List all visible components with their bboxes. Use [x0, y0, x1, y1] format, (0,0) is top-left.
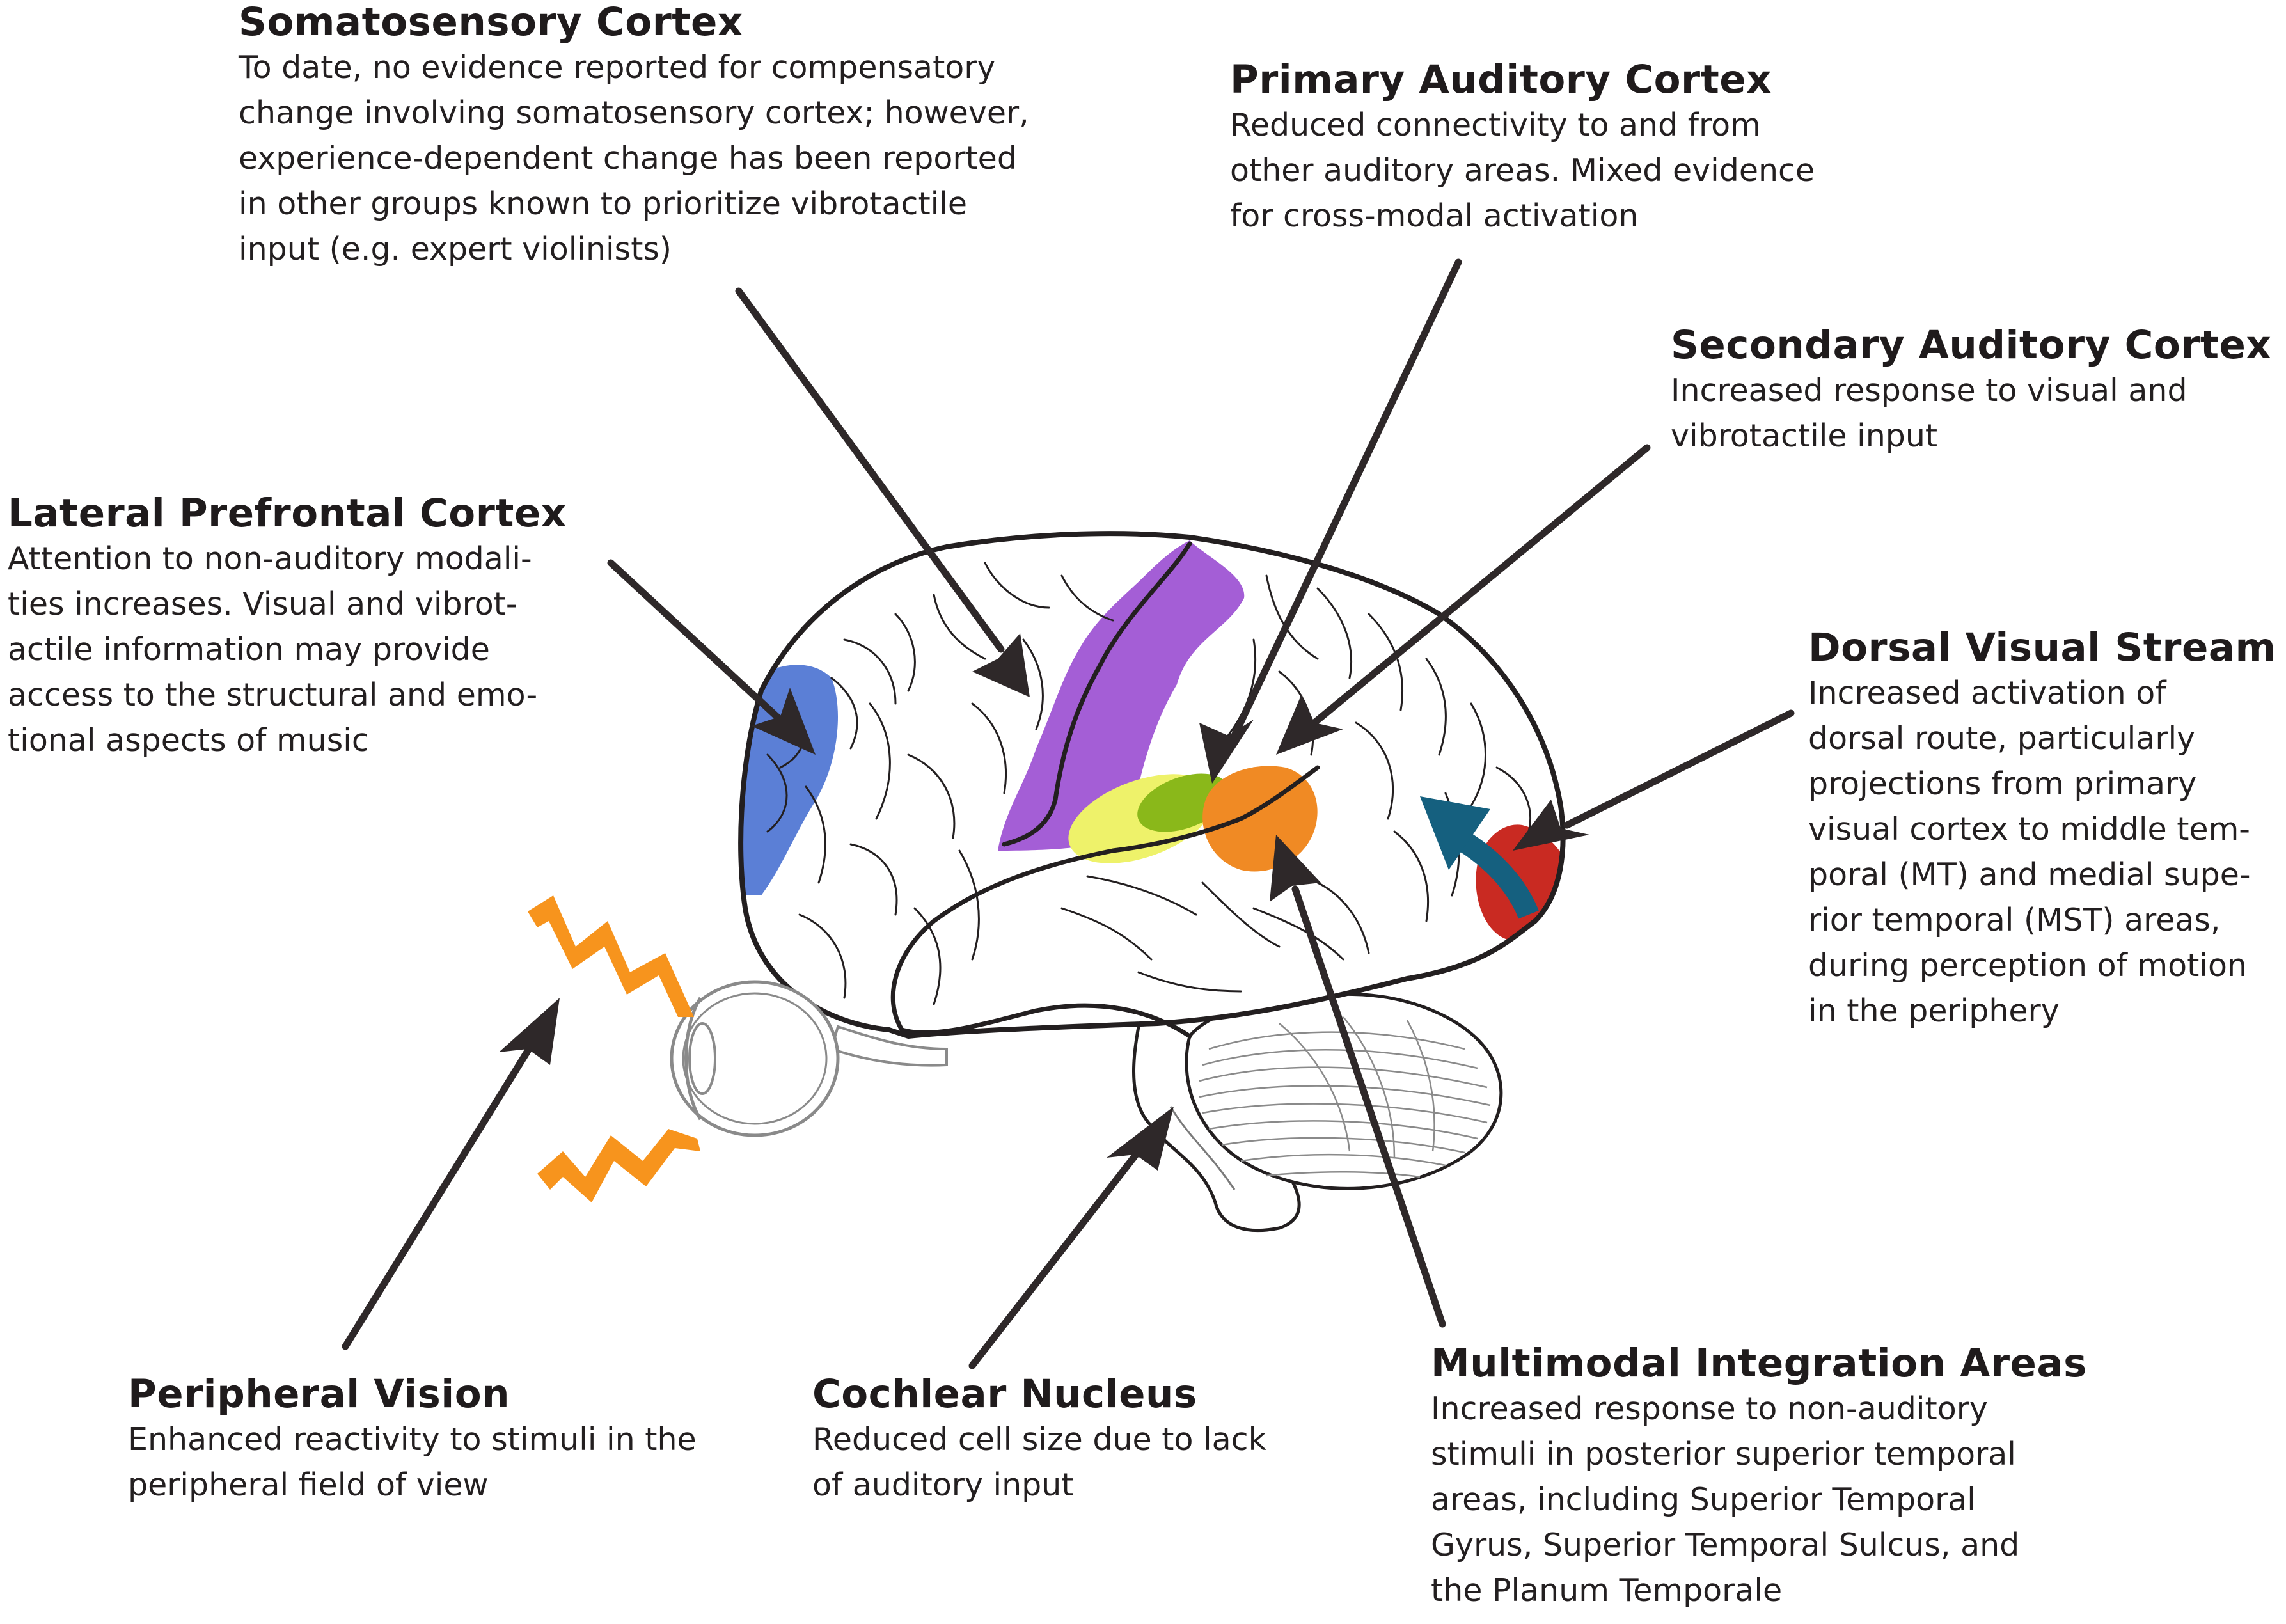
label-cochlear-nucleus: Cochlear Nucleus Reduced cell size due t…: [812, 1372, 1266, 1508]
body-dorsal-visual: Increased activation of dorsal route, pa…: [1808, 675, 2251, 1029]
arrow-peripheral-vision: [342, 998, 560, 1350]
arrow-lateral-prefrontal: [607, 559, 816, 755]
lateral-prefrontal-region: [741, 665, 838, 895]
title-peripheral-vision: Peripheral Vision: [128, 1371, 510, 1417]
label-multimodal: Multimodal Integration Areas Increased r…: [1431, 1341, 2087, 1613]
label-secondary-auditory: Secondary Auditory Cortex Increased resp…: [1671, 323, 2271, 459]
title-primary-auditory: Primary Auditory Cortex: [1230, 57, 1772, 102]
label-lateral-prefrontal: Lateral Prefrontal Cortex Attention to n…: [8, 491, 567, 763]
body-somatosensory: To date, no evidence reported for compen…: [239, 49, 1029, 267]
eye-icon: [670, 980, 840, 1137]
label-dorsal-visual: Dorsal Visual Stream Increased activatio…: [1808, 626, 2276, 1034]
arrow-secondary-auditory: [1276, 444, 1651, 755]
cerebellum: [1185, 992, 1503, 1190]
title-secondary-auditory: Secondary Auditory Cortex: [1671, 322, 2272, 368]
title-multimodal: Multimodal Integration Areas: [1431, 1341, 2087, 1386]
body-multimodal: Increased response to non-auditory stimu…: [1431, 1391, 2020, 1609]
secondary-auditory-region: [1202, 766, 1318, 872]
title-somatosensory: Somatosensory Cortex: [239, 0, 743, 45]
arrow-multimodal: [1270, 835, 1446, 1328]
body-peripheral-vision: Enhanced reactivity to stimuli in the pe…: [128, 1421, 697, 1503]
arrow-dorsal-visual: [1513, 709, 1795, 851]
dorsal-stream-arrow-icon: [1420, 796, 1539, 919]
label-somatosensory: Somatosensory Cortex To date, no evidenc…: [239, 0, 1029, 272]
title-lateral-prefrontal: Lateral Prefrontal Cortex: [8, 491, 567, 536]
body-primary-auditory: Reduced connectivity to and from other a…: [1230, 107, 1815, 234]
peripheral-stimulus-bottom-icon: [537, 1129, 700, 1202]
arrow-somatosensory: [735, 287, 1030, 697]
title-dorsal-visual: Dorsal Visual Stream: [1808, 625, 2276, 670]
title-cochlear-nucleus: Cochlear Nucleus: [812, 1371, 1197, 1417]
cerebrum: [738, 531, 1566, 1039]
arrow-primary-auditory: [1199, 258, 1462, 784]
body-cochlear-nucleus: Reduced cell size due to lack of auditor…: [812, 1421, 1266, 1503]
label-primary-auditory: Primary Auditory Cortex Reduced connecti…: [1230, 58, 1815, 239]
label-peripheral-vision: Peripheral Vision Enhanced reactivity to…: [128, 1372, 697, 1508]
body-lateral-prefrontal: Attention to non-auditory modali- ties i…: [8, 540, 538, 759]
peripheral-stimulus-top-icon: [528, 895, 694, 1017]
optic-nerve: [830, 1025, 948, 1067]
body-secondary-auditory: Increased response to visual and vibrota…: [1671, 372, 2187, 454]
arrow-cochlear-nucleus: [968, 1107, 1174, 1369]
